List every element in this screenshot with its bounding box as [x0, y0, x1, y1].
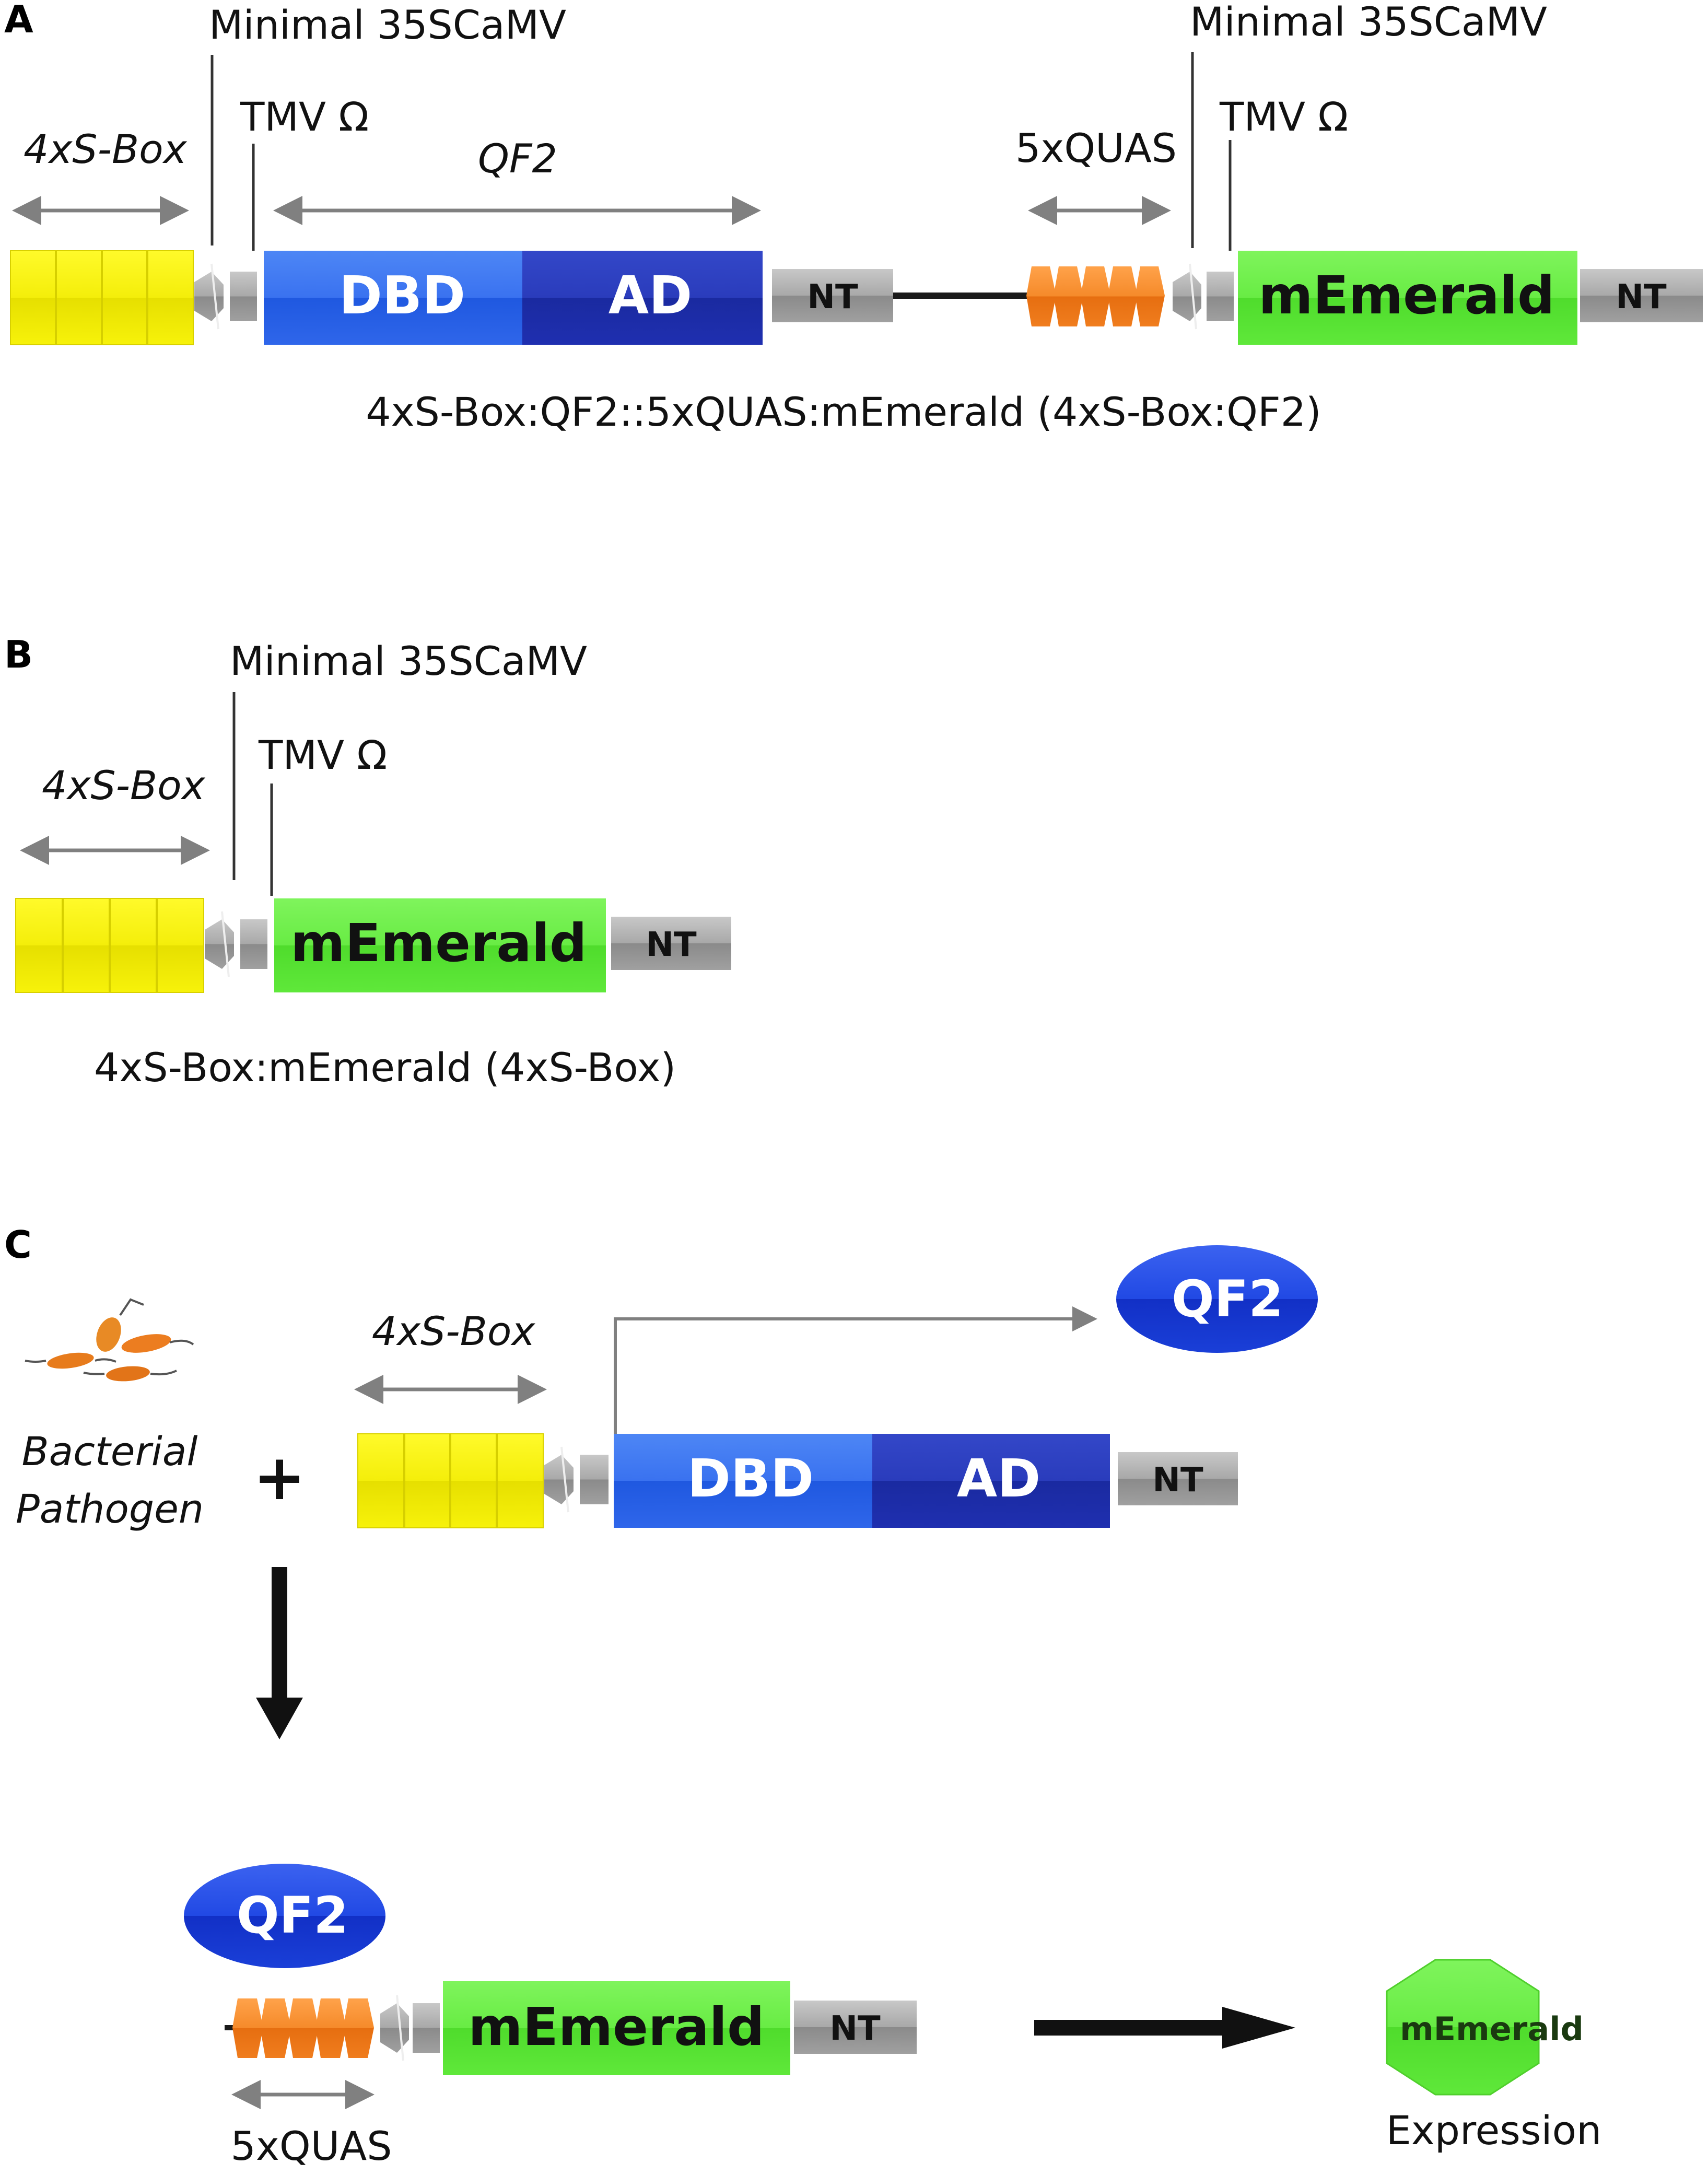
bacteria-icon [25, 1298, 194, 1382]
nt-box-1 [1118, 1452, 1238, 1505]
minimal-promoter-element [380, 1995, 409, 2061]
minimal-promoter-element [205, 911, 234, 977]
bacterial-label: Bacterial [21, 1428, 197, 1475]
tmv-omega-label: TMV Ω [258, 732, 387, 778]
quas-label: 5xQUAS [230, 2123, 392, 2169]
minimal-promoter-element-2 [1173, 263, 1201, 330]
memerald-protein-label: mEmerald [1400, 2010, 1584, 2048]
minimal-35scamv-label-2: Minimal 35SCaMV [1190, 0, 1547, 45]
sbox-label: 4xS-Box [372, 1308, 536, 1354]
minimal-promoter-element [544, 1446, 574, 1513]
sbox-element [15, 898, 204, 993]
tmv-element-1 [230, 272, 257, 321]
qf2-bottom-label: QF2 [237, 1886, 348, 1945]
memerald-box-a [1238, 251, 1577, 345]
ad-label: AD [957, 1448, 1040, 1509]
nt-label: NT [646, 926, 697, 964]
plus-sign: + [253, 1442, 306, 1514]
transcription-arrow [614, 1306, 1097, 1434]
dbd-label: DBD [687, 1448, 814, 1509]
nt-label-2: NT [829, 2009, 881, 2048]
tmv-element [240, 919, 267, 969]
quas-element [232, 1998, 374, 2058]
sbox-element [357, 1433, 544, 1528]
construct-caption-b: 4xS-Box:mEmerald (4xS-Box) [94, 1044, 676, 1091]
down-arrow-icon [256, 1567, 303, 1739]
tmv-element [413, 2003, 440, 2053]
qf2-protein-bottom: QF2 [184, 1864, 385, 1968]
minimal-promoter-element-1 [194, 263, 224, 330]
panel-label-b: B [4, 633, 33, 676]
dbd-box [264, 251, 522, 345]
ad-box [872, 1434, 1110, 1528]
dbd-box [614, 1434, 872, 1528]
sbox-element [10, 250, 194, 345]
panel-c: C Bacterial Pathogen + 4xS-Box QF2 [4, 1223, 1601, 2169]
quas-label: 5xQUAS [1015, 125, 1177, 171]
panel-label-c: C [4, 1223, 32, 1267]
sbox-label: 4xS-Box [42, 762, 206, 809]
memerald-label-c: mEmerald [468, 1996, 764, 2057]
tmv-omega-label-2: TMV Ω [1219, 93, 1348, 140]
memerald-label-a: mEmerald [1258, 265, 1554, 326]
memerald-protein-hexagon: mEmerald [1386, 1959, 1584, 2096]
dbd-label: DBD [339, 265, 465, 326]
nt-box-1 [772, 269, 893, 322]
nt-box-2 [794, 2001, 917, 2054]
expression-label: Expression [1386, 2107, 1602, 2154]
panel-b: B Minimal 35SCaMV TMV Ω 4xS-Box mEmerald… [4, 633, 731, 1091]
minimal-35scamv-label: Minimal 35SCaMV [230, 638, 587, 684]
minimal-35scamv-label-1: Minimal 35SCaMV [209, 2, 566, 48]
qf2-protein-top: QF2 [1116, 1245, 1318, 1353]
nt-label-1: NT [807, 278, 858, 317]
qf2-top-label: QF2 [1172, 1270, 1283, 1328]
tmv-element [580, 1455, 609, 1504]
nt-box-2 [1580, 269, 1703, 322]
tmv-element-2 [1207, 272, 1234, 321]
quas-element [1026, 266, 1165, 326]
nt-label-2: NT [1616, 278, 1667, 317]
sbox-label: 4xS-Box [24, 126, 188, 172]
panel-a: A Minimal 35SCaMV Minimal 35SCaMV TMV Ω … [4, 0, 1703, 435]
memerald-box-b [274, 898, 606, 992]
construct-caption-a: 4xS-Box:QF2::5xQUAS:mEmerald (4xS-Box:QF… [366, 389, 1321, 435]
ad-label: AD [609, 265, 692, 326]
pathogen-label: Pathogen [16, 1486, 204, 1532]
memerald-box-c [443, 1981, 790, 2075]
ad-box [522, 251, 763, 345]
qf2-label: QF2 [478, 135, 557, 182]
memerald-label-b: mEmerald [290, 913, 587, 974]
nt-label-1: NT [1152, 1461, 1203, 1500]
panel-label-a: A [4, 0, 33, 41]
tmv-omega-label-1: TMV Ω [240, 93, 369, 140]
nt-box [611, 917, 731, 970]
right-arrow-icon [1034, 2007, 1295, 2049]
